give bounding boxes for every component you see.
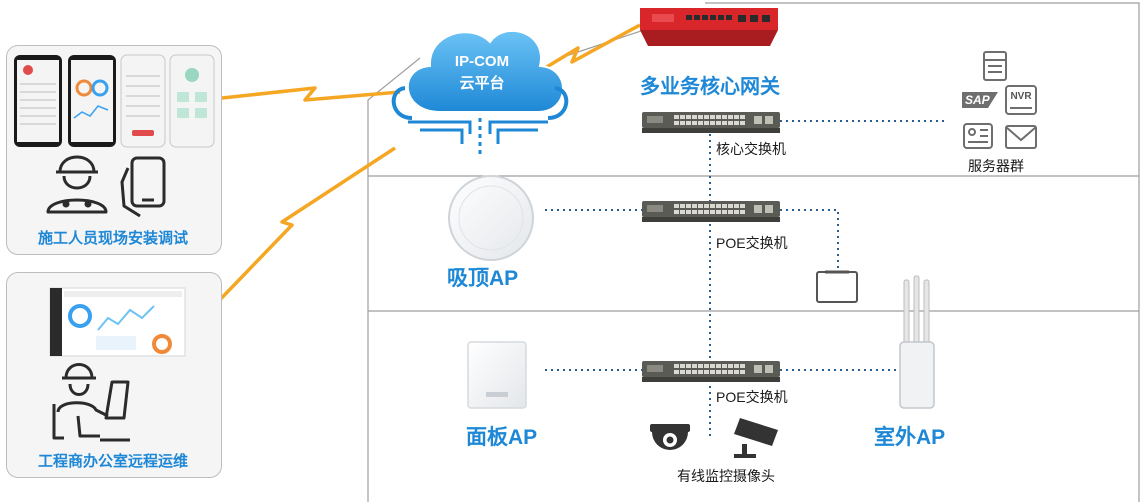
phone-screens [14,54,215,148]
cloud-subtitle: 云平台 [459,75,505,92]
network-links [545,120,945,440]
office-worker-icon [52,363,130,442]
lightning-links [208,23,641,312]
core-switch-label: 核心交换机 [716,141,786,157]
monitor-icon [816,270,858,303]
nvr-icon [1005,85,1037,115]
office-label: 工程商办公室远程运维 [37,453,188,470]
installer-worker-icon [46,155,108,214]
poe-switch-lower-icon [642,361,780,382]
bullet-camera-icon [734,418,778,458]
dome-camera-icon [650,424,690,450]
ceiling-ap-label: 吸顶AP [447,267,519,290]
id-card-icon [963,123,993,149]
mail-icon [1005,125,1037,149]
panel-ap-icon [467,341,527,409]
phone-screen-3 [120,54,166,148]
dashboard-screenshot [49,287,186,357]
poe-switch-upper-icon [642,201,780,222]
installer-label: 施工人员现场安装调试 [37,230,188,247]
gateway-label: 多业务核心网关 [640,76,780,98]
left-panel-art [14,54,215,442]
phone-screen-4 [169,54,215,148]
server-group-label: 服务器群 [968,158,1024,174]
core-switch-icon [642,112,780,133]
hand-phone-icon [120,156,166,218]
cloud-title: IP-COM [454,53,510,70]
camera-label: 有线监控摄像头 [677,468,775,484]
poe-switch-upper-label: POE交换机 [716,235,788,251]
cloud-icon [391,29,569,158]
poe-switch-lower-label: POE交换机 [716,389,788,405]
core-gateway-icon [640,8,778,46]
outdoor-ap-icon [899,275,935,409]
server-group-icons [962,51,1037,149]
ceiling-ap-icon [448,175,534,261]
phone-screen-2 [68,55,116,147]
phone-screen-1 [14,55,62,147]
panel-ap-label: 面板AP [466,426,538,449]
outdoor-ap-label: 室外AP [874,426,946,449]
nvr-label: NVR [1010,91,1032,102]
sap-label: SAP [965,93,990,107]
sap-icon [962,92,998,108]
file-server-icon [983,51,1007,81]
